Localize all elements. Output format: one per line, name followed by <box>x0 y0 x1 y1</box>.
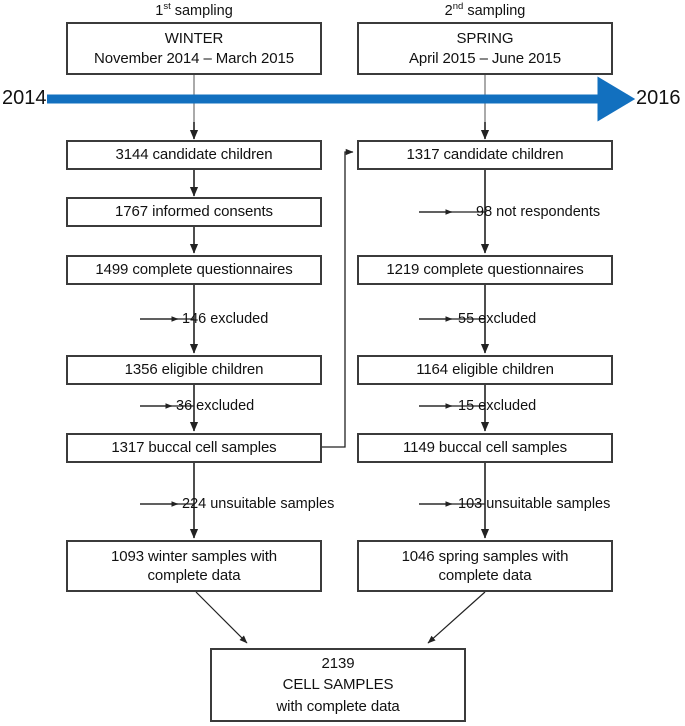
second-sampling-suffix: sampling <box>463 2 526 19</box>
node-left-winter-complete-line1: 1093 winter samples with <box>110 547 277 565</box>
exclusion-label-36-excluded: 36 excluded <box>176 398 255 414</box>
node-left-complete-questionnaires[interactable]: 1499 complete questionnaires <box>66 255 322 285</box>
node-right-complete-questionnaires-line1: 1219 complete questionnaires <box>386 261 584 279</box>
edge-l5-to-r1 <box>322 148 354 448</box>
exclusion-label-15-excluded: 15 excluded <box>458 398 537 414</box>
spring-season-range: April 2015 – June 2015 <box>408 49 562 67</box>
node-right-eligible-children[interactable]: 1164 eligible children <box>357 355 613 385</box>
node-final-subtitle: with complete data <box>276 697 400 715</box>
node-left-informed-consents[interactable]: 1767 informed consents <box>66 197 322 227</box>
node-final-title: CELL SAMPLES <box>282 676 394 694</box>
spring-season-name: SPRING <box>456 30 514 48</box>
node-right-eligible-children-line1: 1164 eligible children <box>416 361 554 379</box>
node-left-winter-complete-line2: complete data <box>147 567 241 584</box>
edge-l6-to-final <box>195 591 248 644</box>
node-left-winter-complete[interactable]: 1093 winter samples with complete data <box>66 540 322 592</box>
node-left-buccal-cell-samples[interactable]: 1317 buccal cell samples <box>66 433 322 463</box>
node-left-candidate-children[interactable]: 3144 candidate children <box>66 140 322 170</box>
node-left-candidate-children-line1: 3144 candidate children <box>115 146 273 164</box>
winter-season-range: November 2014 – March 2015 <box>93 49 295 67</box>
node-left-informed-consents-line1: 1767 informed consents <box>115 203 273 221</box>
label-first-sampling: 1st sampling <box>66 1 322 19</box>
node-right-buccal-cell-samples[interactable]: 1149 buccal cell samples <box>357 433 613 463</box>
timeline-end-year: 2016 <box>636 87 681 109</box>
exclusion-label-103-unsuitable-samples: 103 unsuitable samples <box>458 496 611 512</box>
node-right-complete-questionnaires[interactable]: 1219 complete questionnaires <box>357 255 613 285</box>
node-left-eligible-children[interactable]: 1356 eligible children <box>66 355 322 385</box>
winter-season-name: WINTER <box>164 30 224 48</box>
node-left-complete-questionnaires-line1: 1499 complete questionnaires <box>95 261 293 279</box>
exclusion-label-224-unsuitable-samples: 224 unsuitable samples <box>182 496 335 512</box>
exclusion-label-55-excluded: 55 excluded <box>458 311 537 327</box>
node-right-buccal-cell-samples-line1: 1149 buccal cell samples <box>402 439 568 457</box>
node-left-eligible-children-line1: 1356 eligible children <box>124 361 264 379</box>
node-right-candidate-children[interactable]: 1317 candidate children <box>357 140 613 170</box>
exclusion-label-98-not-respondents: 98 not respondents <box>476 204 601 220</box>
node-left-buccal-cell-samples-line1: 1317 buccal cell samples <box>111 439 277 457</box>
node-right-spring-complete[interactable]: 1046 spring samples with complete data <box>357 540 613 592</box>
node-final-cell-samples[interactable]: 2139 CELL SAMPLES with complete data <box>210 648 466 722</box>
first-sampling-sup: st <box>163 1 171 12</box>
edge-r5-to-final <box>427 591 486 644</box>
first-sampling-suffix: sampling <box>170 2 233 19</box>
node-right-spring-complete-line2: complete data <box>438 567 532 584</box>
node-right-spring-complete-line1: 1046 spring samples with <box>401 547 569 565</box>
label-second-sampling: 2nd sampling <box>357 1 613 19</box>
second-sampling-sup: nd <box>452 1 464 12</box>
second-sampling-prefix: 2 <box>444 2 453 19</box>
first-sampling-prefix: 1 <box>155 2 164 19</box>
node-right-candidate-children-line1: 1317 candidate children <box>406 146 564 164</box>
node-spring-season[interactable]: SPRING April 2015 – June 2015 <box>357 22 613 75</box>
node-winter-season[interactable]: WINTER November 2014 – March 2015 <box>66 22 322 75</box>
node-final-count: 2139 <box>321 655 355 673</box>
exclusion-label-146-excluded: 146 excluded <box>182 311 269 327</box>
timeline-start-year: 2014 <box>2 87 47 109</box>
